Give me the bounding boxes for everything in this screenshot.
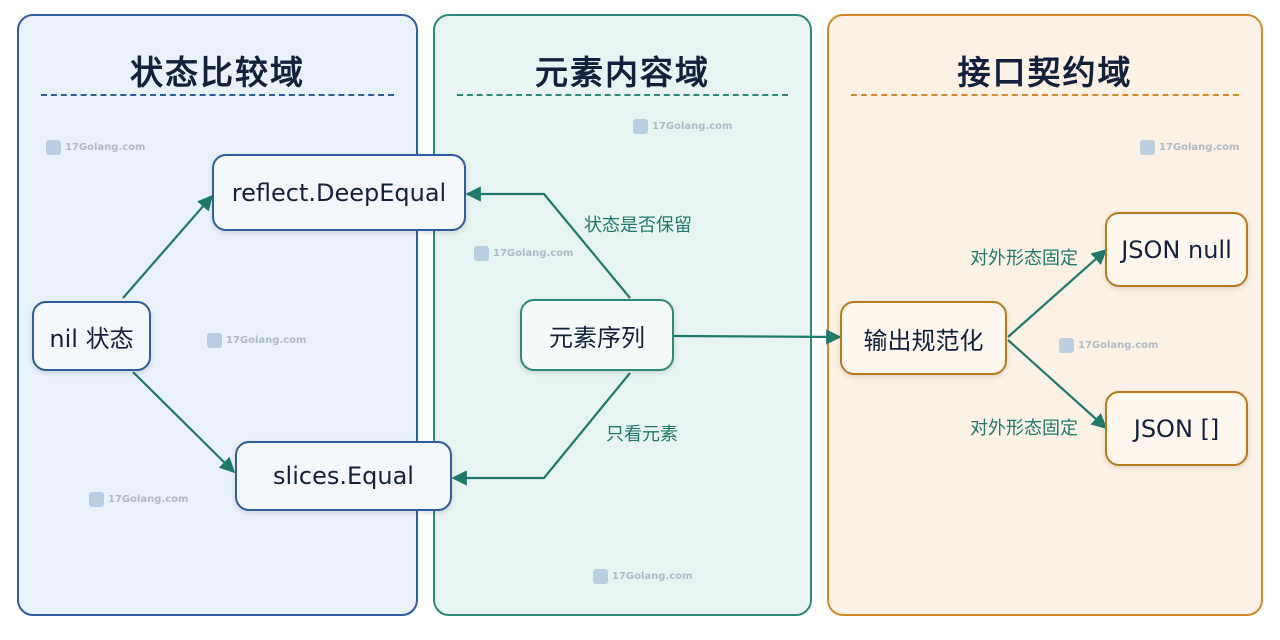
edge-label-only-elements: 只看元素 (606, 424, 678, 445)
watermark: 17Golang.com (89, 492, 188, 507)
watermark: 17Golang.com (1140, 140, 1239, 155)
edge-label-fixed-shape: 对外形态固定 (970, 248, 1078, 269)
node-slices-equal: slices.Equal (235, 441, 452, 511)
panel-divider (851, 94, 1239, 96)
node-reflect-deepequal: reflect.DeepEqual (212, 154, 466, 231)
watermark-logo-icon (474, 246, 489, 261)
panel-title-element: 元素内容域 (535, 53, 710, 92)
node-json-empty-array: JSON [] (1105, 391, 1248, 466)
watermark-logo-icon (1059, 338, 1074, 353)
watermark-logo-icon (593, 569, 608, 584)
watermark: 17Golang.com (46, 140, 145, 155)
watermark-logo-icon (89, 492, 104, 507)
edge-label-fixed-shape: 对外形态固定 (970, 418, 1078, 439)
node-output-normalization: 输出规范化 (840, 301, 1007, 375)
watermark: 17Golang.com (1059, 338, 1158, 353)
panel-divider (457, 94, 788, 96)
watermark: 17Golang.com (593, 569, 692, 584)
node-json-null: JSON null (1105, 212, 1248, 287)
watermark-logo-icon (46, 140, 61, 155)
panel-divider (41, 94, 394, 96)
node-nil-state: nil 状态 (32, 301, 151, 371)
panel-title-state: 状态比较域 (130, 53, 305, 92)
node-element-sequence: 元素序列 (520, 299, 674, 371)
panel-title-contract: 接口契约域 (957, 53, 1133, 92)
watermark-logo-icon (1140, 140, 1155, 155)
watermark: 17Golang.com (207, 333, 306, 348)
watermark: 17Golang.com (633, 119, 732, 134)
watermark-logo-icon (207, 333, 222, 348)
watermark: 17Golang.com (474, 246, 573, 261)
watermark-logo-icon (633, 119, 648, 134)
edge-label-state-kept: 状态是否保留 (584, 215, 692, 236)
